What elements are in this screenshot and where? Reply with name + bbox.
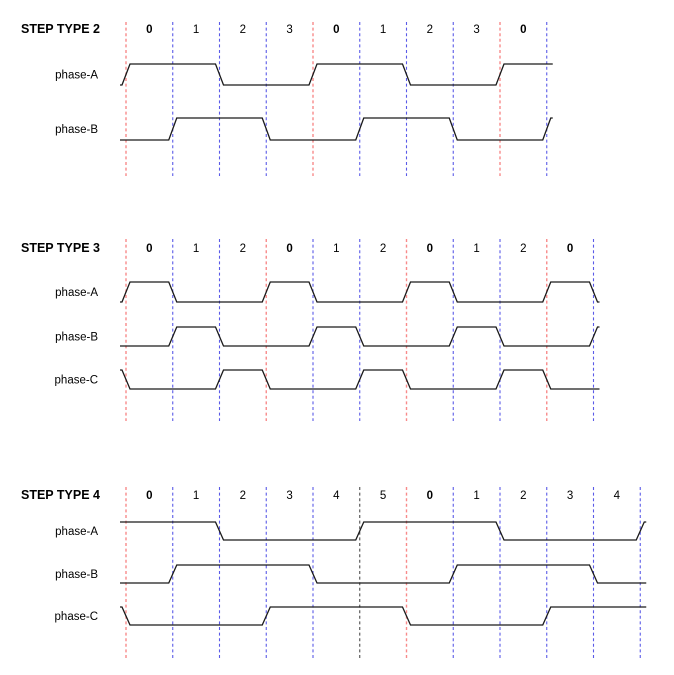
phase-label: phase-B [55, 332, 98, 344]
step-number: 2 [240, 243, 246, 255]
step-number: 2 [427, 24, 433, 36]
waveform-phase-B [120, 326, 600, 347]
step-number: 2 [520, 490, 526, 502]
step-number: 0 [286, 243, 292, 255]
step-number: 1 [473, 243, 479, 255]
phase-label: phase-C [55, 375, 98, 387]
step-number: 1 [380, 24, 386, 36]
waveform-phase-A [120, 521, 647, 541]
phase-label: phase-A [55, 70, 98, 82]
waveform-phase-A [120, 281, 600, 303]
section-title: STEP TYPE 4 [21, 488, 100, 502]
step-number: 3 [567, 490, 573, 502]
waveform-phase-C [120, 606, 647, 626]
step-number: 4 [333, 490, 340, 502]
step-number: 0 [146, 243, 152, 255]
step-number: 1 [193, 24, 199, 36]
step-number: 5 [380, 490, 386, 502]
step-number: 0 [520, 24, 526, 36]
section-step-type-2: STEP TYPE 2 0 1 2 3 0 1 2 3 0 phase-A phase-B [21, 22, 553, 176]
section-title: STEP TYPE 3 [21, 241, 100, 255]
step-number: 0 [146, 24, 152, 36]
phase-label: phase-A [55, 287, 98, 299]
section-step-type-3: STEP TYPE 3 0 1 2 0 1 2 0 1 2 0 phase-A phase-B phase… [21, 239, 600, 421]
step-number: 0 [427, 490, 433, 502]
step-number: 3 [286, 24, 292, 36]
waveform-phase-C [120, 369, 600, 390]
step-number: 1 [473, 490, 479, 502]
step-number: 4 [614, 490, 621, 502]
waveform-phase-B [120, 564, 647, 584]
step-number: 3 [473, 24, 479, 36]
step-number: 0 [567, 243, 573, 255]
waveform-phase-A [120, 63, 553, 86]
step-number: 0 [427, 243, 433, 255]
section-step-type-4: STEP TYPE 4 0 1 2 3 4 5 0 1 2 3 4 phase-A phase-B phas… [21, 487, 647, 659]
step-number: 2 [240, 490, 246, 502]
phase-label: phase-C [55, 611, 98, 623]
step-number: 3 [286, 490, 292, 502]
step-number: 0 [333, 24, 339, 36]
phase-label: phase-B [55, 569, 98, 581]
step-number: 1 [193, 490, 199, 502]
step-number: 2 [520, 243, 526, 255]
step-number: 0 [146, 490, 152, 502]
phase-label: phase-B [55, 124, 98, 136]
section-title: STEP TYPE 2 [21, 22, 100, 36]
step-number: 1 [193, 243, 199, 255]
waveform-phase-B [120, 117, 553, 141]
phase-label: phase-A [55, 526, 98, 538]
step-number: 1 [333, 243, 339, 255]
step-number: 2 [380, 243, 386, 255]
step-number: 2 [240, 24, 246, 36]
